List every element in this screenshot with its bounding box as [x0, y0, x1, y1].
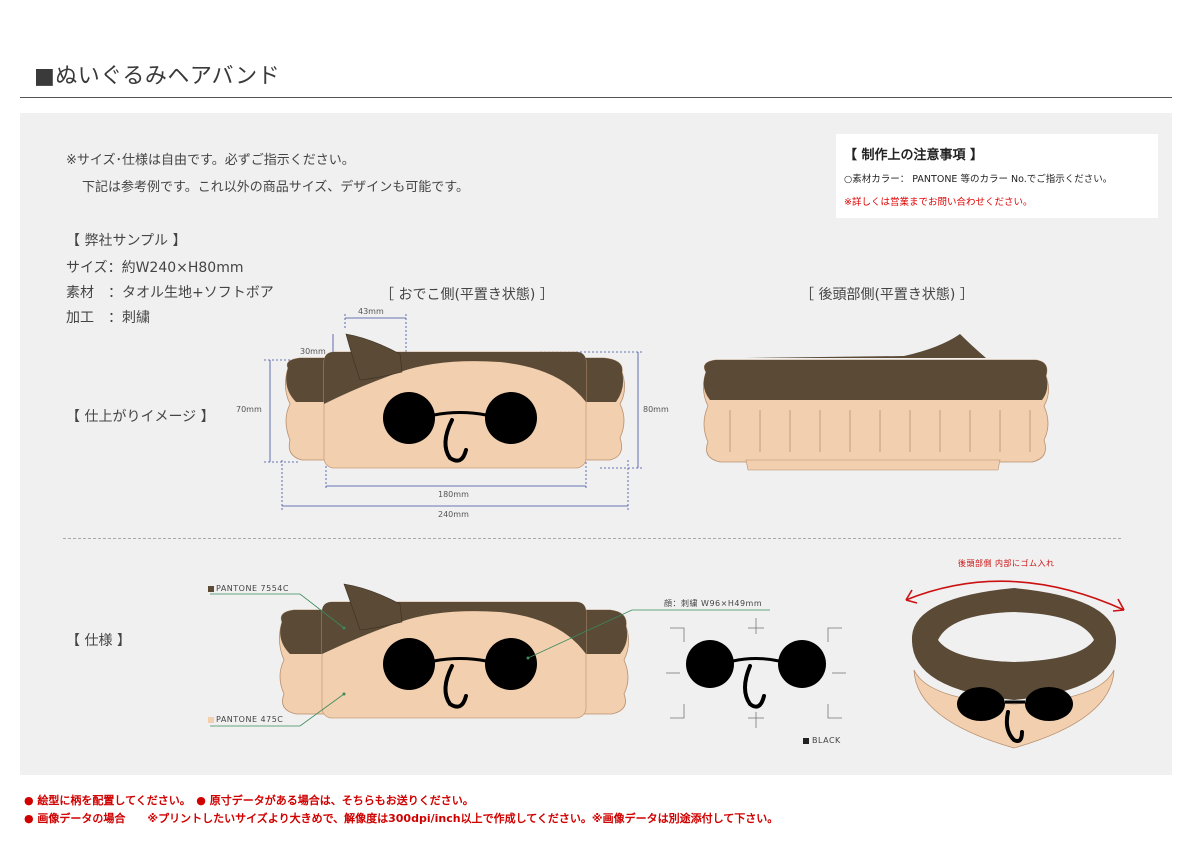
dim-43mm: 43mm: [358, 307, 384, 316]
page-title: ■ぬいぐるみヘアバンド: [34, 64, 281, 89]
dim-180mm: 180mm: [438, 490, 469, 499]
dim-70mm: 70mm: [236, 405, 262, 414]
black-label: BLACK: [812, 736, 841, 745]
dim-240mm: 240mm: [438, 510, 469, 519]
notice-line-1: ○素材カラー： PANTONE 等のカラー No.でご指示ください。: [844, 174, 1113, 185]
notice-line-2: ※詳しくは営業までお問い合わせください。: [844, 197, 1033, 208]
elastic-label: 後頭部側 内部にゴム入れ: [958, 559, 1055, 568]
back-view-label: ［ 後頭部側(平置き状態) ］: [800, 287, 974, 303]
footer-line-1: ● 絵型に柄を配置してください。 ● 原寸データがある場合は、そちらもお送りくだ…: [24, 794, 474, 807]
title-divider: [20, 97, 1172, 98]
intro-line-1: ※サイズ･仕様は自由です。必ずご指示ください。: [66, 153, 355, 168]
pantone-hair-label: PANTONE 7554C: [216, 584, 289, 593]
sample-material: 素材 ：タオル生地+ソフトボア: [66, 285, 274, 301]
sample-size: サイズ：約W240×H80mm: [66, 260, 244, 276]
dim-80mm: 80mm: [643, 405, 669, 414]
notice-title: 【 制作上の注意事項 】: [844, 148, 984, 163]
section-divider: [63, 538, 1121, 539]
sample-process: 加工 ：刺繍: [66, 310, 150, 326]
pantone-skin-label: PANTONE 475C: [216, 715, 284, 724]
front-view-label: ［ おでこ側(平置き状態) ］: [380, 287, 554, 303]
footer-line-2: ● 画像データの場合 ※プリントしたいサイズより大きめで、解像度は300dpi/…: [24, 812, 779, 825]
embroidery-label: 顔：刺繍 W96×H49mm: [664, 599, 763, 608]
spec-label: 【 仕様 】: [66, 633, 131, 649]
notice-box: [836, 134, 1158, 218]
dim-30mm: 30mm: [300, 347, 326, 356]
intro-line-2: 下記は参考例です。これ以外の商品サイズ、デザインも可能です。: [82, 180, 470, 195]
sample-heading: 【 弊社サンプル 】: [66, 233, 187, 249]
finish-label: 【 仕上がりイメージ 】: [66, 409, 215, 425]
